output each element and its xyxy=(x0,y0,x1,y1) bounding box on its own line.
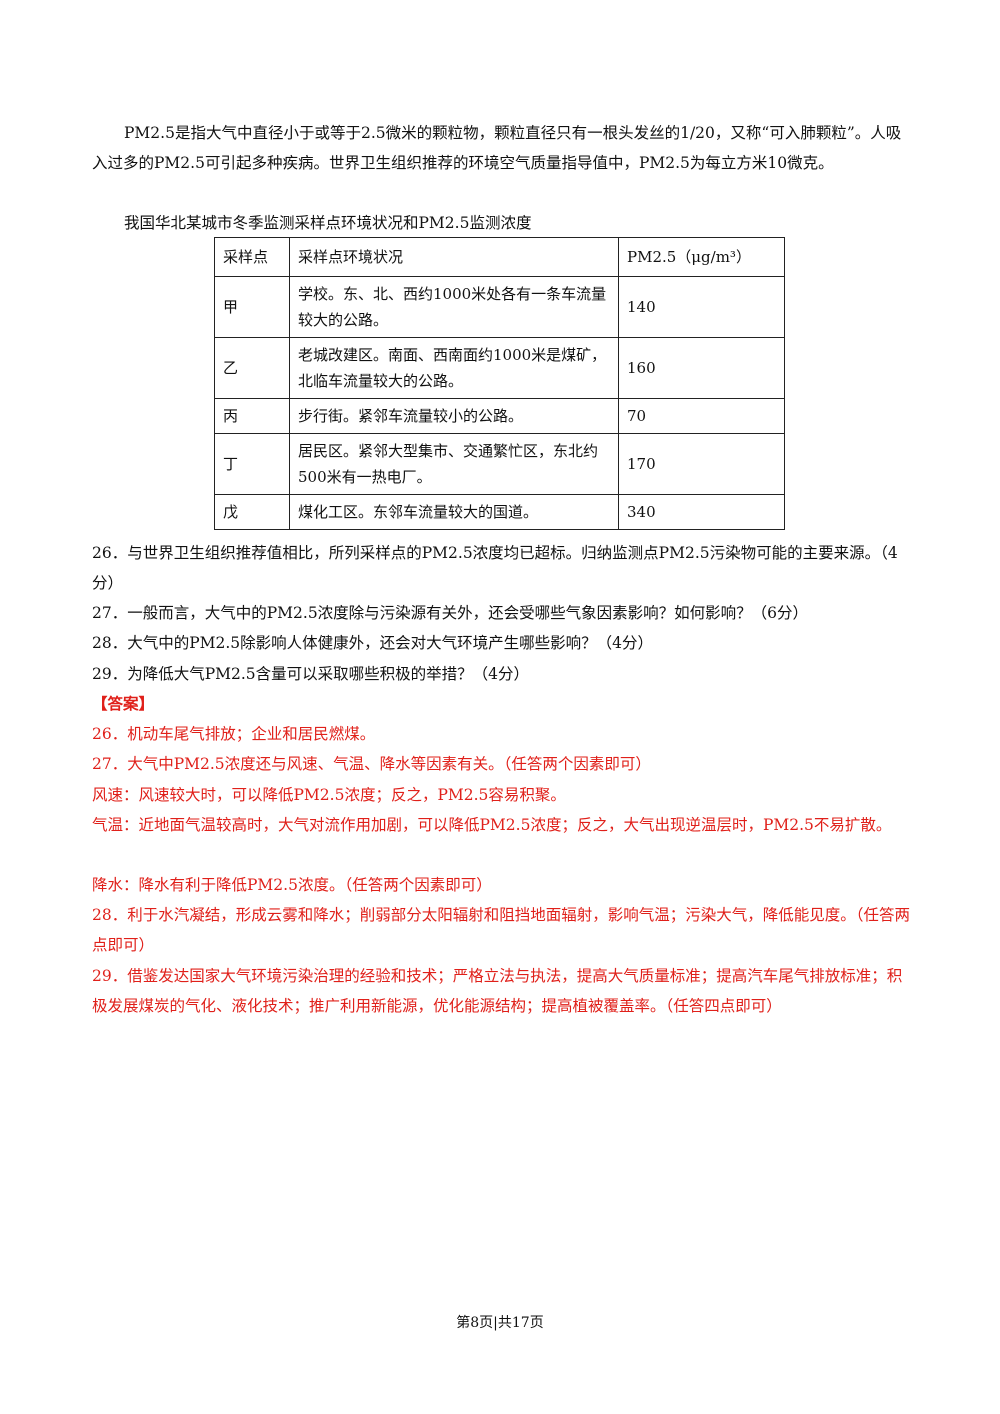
table-caption: 我国华北某城市冬季监测采样点环境状况和PM2.5监测浓度 xyxy=(124,214,532,232)
table-row: 丙 步行街。紧邻车流量较小的公路。 70 xyxy=(214,398,785,434)
table-row: 乙 老城改建区。南面、西南面约1000米是煤矿，北临车流量较大的公路。 160 xyxy=(214,337,785,399)
question-28: 28．大气中的PM2.5除影响人体健康外，还会对大气环境产生哪些影响？（4分） xyxy=(92,634,654,652)
table-row: 甲 学校。东、北、西约1000米处各有一条车流量较大的公路。 140 xyxy=(214,276,785,338)
cell-pm25: 160 xyxy=(618,337,785,399)
header-pm25: PM2.5（μg/m³） xyxy=(618,237,785,277)
header-environment: 采样点环境状况 xyxy=(289,237,619,277)
cell-pm25: 140 xyxy=(618,276,785,338)
question-26: 26．与世界卫生组织推荐值相比，所列采样点的PM2.5浓度均已超标。归纳监测点P… xyxy=(92,544,898,592)
answer-26: 26．机动车尾气排放；企业和居民燃煤。 xyxy=(92,725,376,743)
header-site: 采样点 xyxy=(214,237,290,277)
page-footer: 第8页|共17页 xyxy=(456,1315,544,1331)
cell-pm25: 170 xyxy=(618,433,785,495)
cell-environment: 煤化工区。东邻车流量较大的国道。 xyxy=(289,494,619,530)
cell-site: 丁 xyxy=(214,433,290,495)
cell-environment: 步行街。紧邻车流量较小的公路。 xyxy=(289,398,619,434)
cell-pm25: 70 xyxy=(618,398,785,434)
cell-environment: 居民区。紧邻大型集市、交通繁忙区，东北约500米有一热电厂。 xyxy=(289,433,619,495)
answer-29: 29．借鉴发达国家大气环境污染治理的经验和技术；严格立法与执法，提高大气质量标准… xyxy=(92,967,903,1015)
cell-site: 丙 xyxy=(214,398,290,434)
answer-27-temperature: 气温：近地面气温较高时，大气对流作用加剧，可以降低PM2.5浓度；反之，大气出现… xyxy=(92,816,892,834)
cell-environment: 学校。东、北、西约1000米处各有一条车流量较大的公路。 xyxy=(289,276,619,338)
answer-28: 28．利于水汽凝结，形成云雾和降水；削弱部分太阳辐射和阻挡地面辐射，影响气温；污… xyxy=(92,906,910,954)
cell-environment: 老城改建区。南面、西南面约1000米是煤矿，北临车流量较大的公路。 xyxy=(289,337,619,399)
answer-27-wind: 风速：风速较大时，可以降低PM2.5浓度；反之，PM2.5容易积聚。 xyxy=(92,786,566,804)
cell-site: 戊 xyxy=(214,494,290,530)
cell-site: 甲 xyxy=(214,276,290,338)
table-row: 丁 居民区。紧邻大型集市、交通繁忙区，东北约500米有一热电厂。 170 xyxy=(214,433,785,495)
pm25-table: 采样点 采样点环境状况 PM2.5（μg/m³） 甲 学校。东、北、西约1000… xyxy=(214,237,785,530)
answer-27-precipitation: 降水：降水有利于降低PM2.5浓度。（任答两个因素即可） xyxy=(92,876,492,894)
question-29: 29．为降低大气PM2.5含量可以采取哪些积极的举措？（4分） xyxy=(92,665,530,683)
table-row: 戊 煤化工区。东邻车流量较大的国道。 340 xyxy=(214,494,785,530)
cell-site: 乙 xyxy=(214,337,290,399)
table-header-row: 采样点 采样点环境状况 PM2.5（μg/m³） xyxy=(214,237,785,277)
answer-heading: 【答案】 xyxy=(92,694,155,713)
answer-27: 27．大气中PM2.5浓度还与风速、气温、降水等因素有关。（任答两个因素即可） xyxy=(92,755,651,773)
cell-pm25: 340 xyxy=(618,494,785,530)
intro-paragraph: PM2.5是指大气中直径小于或等于2.5微米的颗粒物，颗粒直径只有一根头发丝的1… xyxy=(92,124,902,172)
question-27: 27．一般而言，大气中的PM2.5浓度除与污染源有关外，还会受哪些气象因素影响？… xyxy=(92,604,809,622)
